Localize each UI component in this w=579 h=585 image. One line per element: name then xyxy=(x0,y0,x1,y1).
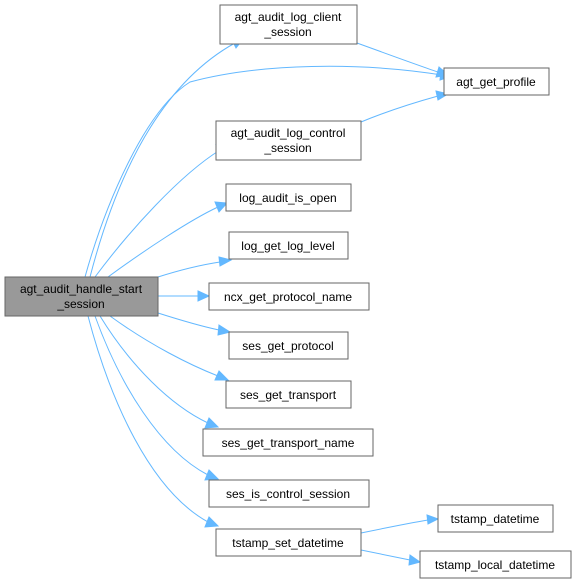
edge-root-to-tstamp-set-datetime xyxy=(87,315,220,528)
node-label: ses_get_transport_name xyxy=(222,436,355,450)
node-label-line1: agt_audit_log_control xyxy=(231,126,346,140)
node-log-audit-is-open[interactable]: log_audit_is_open xyxy=(225,183,352,212)
node-label: tstamp_datetime xyxy=(451,512,540,526)
edge-root-to-ses-get-transport-name xyxy=(99,315,220,429)
node-label: agt_get_profile xyxy=(456,75,536,89)
node-log-get-log-level[interactable]: log_get_log_level xyxy=(228,231,349,260)
node-ses-get-protocol[interactable]: ses_get_protocol xyxy=(228,331,349,360)
node-ses-get-transport[interactable]: ses_get_transport xyxy=(225,380,352,409)
node-label: ses_get_transport xyxy=(240,388,337,402)
edge-agt-audit-log-control-session-to-agt-get-profile xyxy=(360,90,450,123)
edge-root-to-ses-get-protocol xyxy=(157,312,232,336)
node-tstamp-datetime[interactable]: tstamp_datetime xyxy=(437,504,554,533)
node-label: ses_is_control_session xyxy=(226,487,350,501)
node-label-line2: _session xyxy=(263,25,311,39)
node-label: log_get_log_level xyxy=(241,239,334,253)
node-agt-audit-handle-start-session[interactable]: agt_audit_handle_start _session xyxy=(4,276,159,317)
node-label-line2: _session xyxy=(56,297,104,311)
node-label-line1: agt_audit_handle_start xyxy=(20,282,143,296)
node-ncx-get-protocol-name[interactable]: ncx_get_protocol_name xyxy=(208,282,370,311)
node-agt-audit-log-client-session[interactable]: agt_audit_log_client _session xyxy=(219,4,358,45)
node-agt-get-profile[interactable]: agt_get_profile xyxy=(443,67,550,96)
node-label: ses_get_protocol xyxy=(242,339,333,353)
node-agt-audit-log-control-session[interactable]: agt_audit_log_control _session xyxy=(215,120,362,161)
edge-root-to-log-audit-is-open xyxy=(107,201,229,278)
edge-agt-audit-log-client-session-to-agt-get-profile xyxy=(356,42,450,78)
node-ses-get-transport-name[interactable]: ses_get_transport_name xyxy=(202,428,374,457)
edge-root-to-ses-is-control-session xyxy=(94,315,220,481)
node-label: tstamp_set_datetime xyxy=(232,536,344,550)
edge-root-to-ses-get-transport xyxy=(109,315,230,381)
node-label-line2: _session xyxy=(263,141,311,155)
edge-tstamp-set-datetime-to-tstamp-datetime xyxy=(360,514,440,534)
edge-root-to-ncx-get-protocol-name xyxy=(158,290,211,302)
edge-root-to-log-get-log-level xyxy=(157,256,233,278)
node-label: ncx_get_protocol_name xyxy=(224,290,352,304)
node-label-line1: agt_audit_log_client xyxy=(235,10,342,24)
edge-tstamp-set-datetime-to-tstamp-local-datetime xyxy=(360,549,422,566)
node-tstamp-set-datetime[interactable]: tstamp_set_datetime xyxy=(215,528,362,557)
edge-root-to-agt-audit-log-control-session xyxy=(94,144,229,278)
node-label: log_audit_is_open xyxy=(239,191,336,205)
node-tstamp-local-datetime[interactable]: tstamp_local_datetime xyxy=(419,550,572,579)
node-ses-is-control-session[interactable]: ses_is_control_session xyxy=(208,479,370,508)
node-label: tstamp_local_datetime xyxy=(435,558,555,572)
